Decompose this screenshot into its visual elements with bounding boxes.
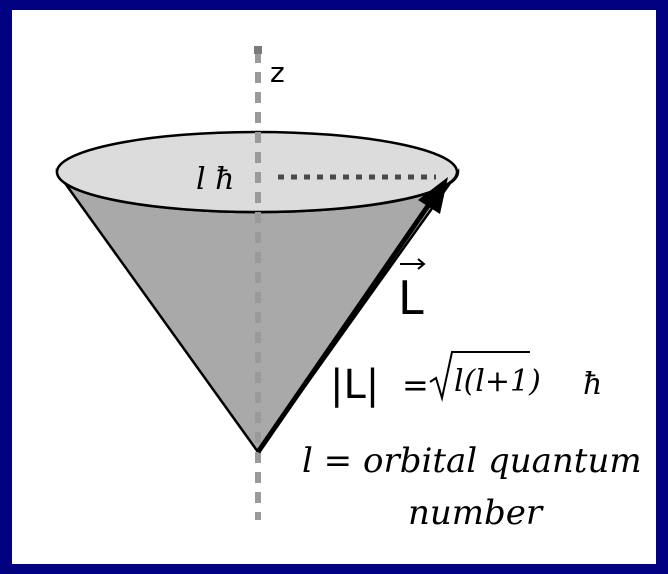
vector-L-label: L: [398, 271, 424, 325]
vector-arrow-over-L: [400, 258, 426, 270]
definition-line-2: number: [408, 493, 544, 533]
l-hbar-label: l ħ: [196, 162, 234, 197]
sqrt-sign: [429, 351, 530, 402]
magnitude-radicand: l(l+1): [454, 364, 541, 399]
vector-arrowhead: [418, 177, 448, 214]
magnitude-hbar: ħ: [583, 367, 602, 402]
magnitude-lhs: |L|: [330, 362, 379, 408]
magnitude-equals: =: [402, 366, 429, 404]
angular-momentum-vector: [255, 198, 435, 454]
z-axis-label: z: [270, 56, 285, 89]
definition-line-1: l = orbital quantum: [302, 441, 642, 481]
z-axis-tip: [254, 46, 262, 54]
